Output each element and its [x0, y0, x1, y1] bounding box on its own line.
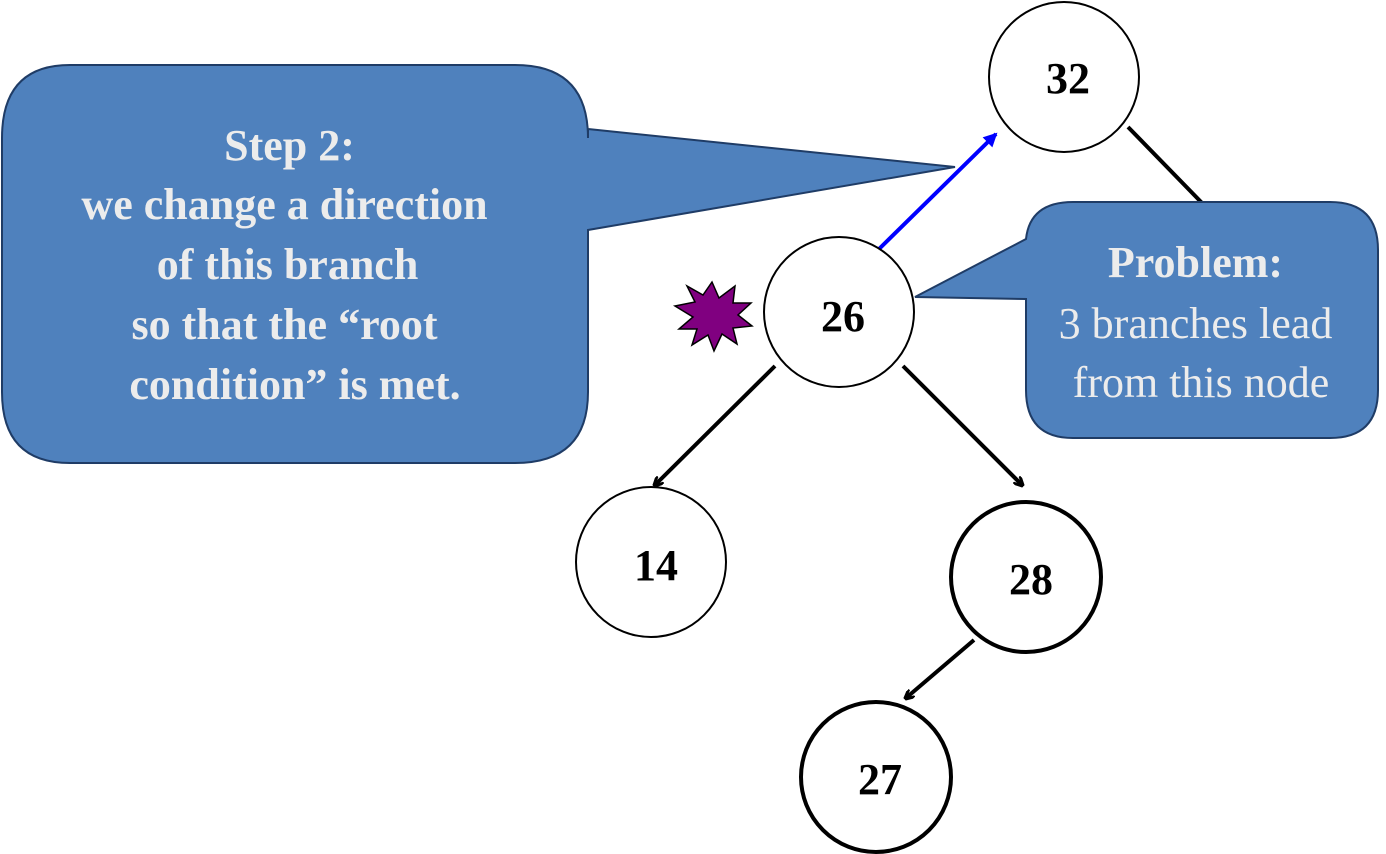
step2-line-1: Step 2:: [224, 121, 355, 170]
node-label: 28: [1009, 555, 1053, 604]
node-28: 28: [949, 500, 1103, 654]
step2-line-4: so that the “root: [132, 300, 438, 349]
node-label: 14: [634, 541, 678, 590]
step2-line-2: we change a direction: [81, 180, 487, 229]
step2-line-3: of this branch: [157, 240, 419, 289]
node-label: 32: [1046, 54, 1090, 103]
edge-28-to-27: [906, 638, 976, 698]
problem-callout-text: Problem: 3 branches lead from this node: [1059, 238, 1344, 407]
problem-line-1: 3 branches lead: [1059, 299, 1333, 348]
edge-26-to-14: [655, 364, 777, 485]
changed-edge-26-to-32: [875, 132, 998, 253]
problem-callout-bubble: [914, 201, 1379, 439]
edge-32-to-problem: [1126, 125, 1205, 206]
starburst-icon: [672, 280, 754, 353]
edge-26-to-28: [901, 364, 1022, 485]
step2-line-5: condition” is met.: [129, 360, 460, 409]
problem-line-2: from this node: [1073, 358, 1330, 407]
step2-callout-bubble: [0, 64, 956, 464]
node-label: 27: [858, 755, 902, 804]
node-14: 14: [575, 486, 727, 638]
node-32: 32: [988, 1, 1140, 153]
step2-callout-text: Step 2: we change a direction of this br…: [81, 121, 498, 409]
node-26: 26: [763, 236, 915, 388]
problem-title: Problem:: [1108, 238, 1283, 287]
node-27: 27: [799, 700, 953, 854]
node-label: 26: [821, 292, 865, 341]
